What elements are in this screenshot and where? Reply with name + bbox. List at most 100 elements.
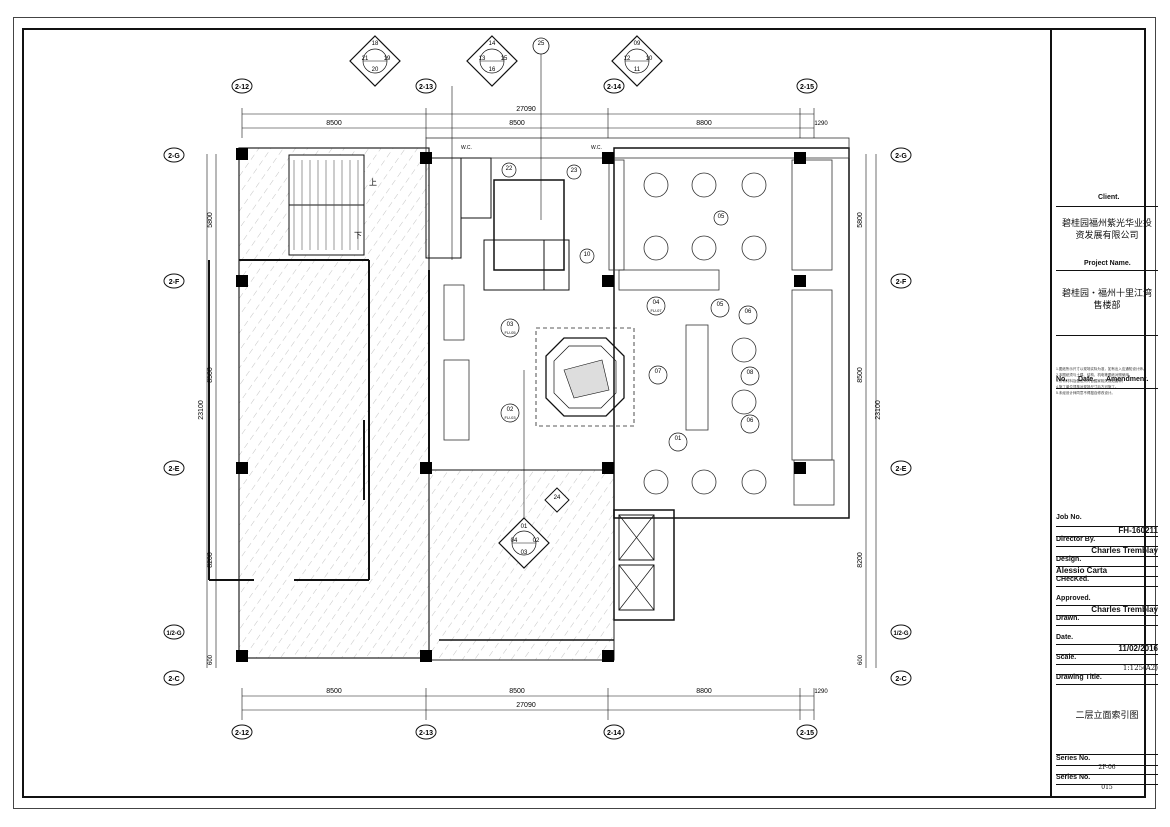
drawing-title-label: Drawing Title.: [1056, 674, 1102, 681]
note-5: 5.未经设计师同意不得擅自修改设计。: [1056, 391, 1115, 395]
approved-label: Approved.: [1056, 595, 1091, 602]
dim-total-bottom: 27090: [516, 702, 536, 709]
outer-wall: [425, 137, 850, 159]
project-name: 碧桂园・福州十里江湾售楼部: [1061, 289, 1152, 311]
general-notes: 1.图纸所示尺寸以现场实际为准，如有出入应通知设计师。 2.本图纸须与土建、结构…: [1056, 366, 1158, 396]
designer-name: Alessio Carta: [1056, 566, 1108, 575]
dim-right-4: 600: [858, 654, 864, 665]
callout-02: 02: [507, 407, 514, 413]
elevation-index-25: 25: [532, 37, 550, 220]
grid-row-2-G-left: 2-G: [168, 153, 180, 160]
index-c03: 03: [521, 550, 528, 556]
grid-bubbles: [163, 78, 912, 740]
grid-col-2-13-bottom: 2-13: [419, 730, 433, 737]
wc-label-2: W.C.: [591, 145, 602, 151]
checked-label: CHecKed.: [1056, 576, 1090, 583]
index-15: 15: [501, 56, 508, 62]
furniture-callouts: [500, 296, 760, 452]
grid-row-2-C-left: 2-C: [168, 676, 179, 683]
grid-row-half-G-left: 1/2-G: [166, 631, 181, 637]
amend-date-label: Date.: [1078, 376, 1096, 383]
index-tag-23: 23: [566, 164, 582, 180]
series-label: Series No.: [1056, 755, 1091, 762]
job-no: FH-160211: [1118, 526, 1158, 535]
dining-area-outline: [613, 147, 850, 519]
elevator-shafts: [613, 509, 675, 621]
stair-up-label: 上: [369, 178, 377, 187]
date-value: 11/02/2016: [1118, 644, 1158, 653]
scale-label: Scale.: [1056, 654, 1077, 661]
amend-no-label: No.: [1056, 376, 1068, 383]
index-c04: 04: [511, 538, 518, 544]
amend-label: Amendment.: [1106, 376, 1149, 383]
grid-row-half-G-right: 1/2-G: [893, 631, 908, 637]
index-23: 23: [571, 168, 578, 174]
index-12: 12: [624, 56, 631, 62]
callout-01: 01: [675, 436, 682, 442]
dim-top-4: 1290: [814, 121, 828, 127]
note-3: 3.所有材料及做法须符合国家相关规范要求。: [1056, 379, 1126, 383]
index-20: 20: [372, 67, 379, 73]
index-24: 24: [554, 495, 561, 501]
dimension-top: [241, 108, 815, 138]
index-05: 05: [718, 214, 725, 220]
wc-label-1: W.C.: [461, 145, 472, 151]
callout-03-ref: FU-05: [504, 330, 516, 335]
dim-left-2: 8500: [207, 367, 214, 383]
index-21: 21: [362, 56, 369, 62]
grid-row-2-F-right: 2-F: [896, 279, 907, 286]
scale-value: 1:125(A2): [1122, 664, 1158, 672]
date-label: Date.: [1056, 634, 1074, 641]
callout-08: 08: [747, 370, 754, 376]
note-4: 4.施工单位须核对现场尺寸后方可施工。: [1056, 385, 1119, 389]
director-label: Director By.: [1056, 536, 1096, 543]
index-18: 18: [372, 41, 379, 47]
job-no-label: Job No.: [1056, 514, 1082, 521]
drawing-frame: [22, 28, 1146, 798]
dim-top-3: 8800: [696, 120, 712, 127]
staircase: 上 下: [288, 154, 377, 256]
grid-col-2-15-bottom: 2-15: [800, 730, 814, 737]
dim-right-3: 8200: [857, 552, 864, 568]
elevation-index-top-left: 18 21 19 20: [349, 35, 401, 87]
index-tag-05: 05: [713, 210, 729, 226]
dim-right-2: 8500: [857, 367, 864, 383]
sand-table-display: [535, 327, 635, 427]
elevation-index-top-right: 09 12 10 11: [611, 35, 663, 87]
callout-02-ref: FU-03: [504, 415, 516, 420]
client-label: Client.: [1098, 194, 1120, 201]
series2-value: 015: [1101, 784, 1113, 791]
director-name: Charles Tremblay: [1091, 546, 1158, 555]
stair-down-label: 下: [354, 231, 362, 240]
index-c02: 02: [533, 538, 540, 544]
index-tag-22: 22: [501, 162, 517, 178]
grid-col-2-13-top: 2-13: [419, 84, 433, 91]
dim-right-total: 23100: [875, 400, 882, 420]
grid-col-2-15-top: 2-15: [800, 84, 814, 91]
design-label: Design.: [1056, 556, 1082, 563]
dim-total-top: 27090: [516, 106, 536, 113]
dim-left-1: 5800: [207, 212, 214, 228]
grid-col-2-12-top: 2-12: [235, 84, 249, 91]
elevation-index-top-mid: 14 13 15 16: [466, 35, 518, 87]
structural-columns: [236, 148, 806, 662]
drawing-title: 二层立面索引图: [1075, 711, 1139, 721]
callout-04: 04: [653, 300, 660, 306]
index-c01: 01: [521, 524, 528, 530]
index-16: 16: [489, 67, 496, 73]
restroom-core: W.C. W.C.: [425, 145, 602, 291]
dimension-bottom: [241, 688, 815, 720]
dim-right-1: 5800: [857, 212, 864, 228]
index-13: 13: [479, 56, 486, 62]
dim-left-3: 8200: [207, 552, 214, 568]
grid-row-2-C-right: 2-C: [895, 676, 906, 683]
elevation-index-center-bottom: 01 04 02 03: [498, 517, 550, 569]
index-tag-10: 10: [579, 248, 595, 264]
dim-bottom-1: 8500: [326, 688, 342, 695]
dim-top-2: 8500: [509, 120, 525, 127]
grid-col-2-12-bottom: 2-12: [235, 730, 249, 737]
grid-row-2-G-right: 2-G: [895, 153, 907, 160]
callout-03: 03: [507, 322, 514, 328]
callout-06a: 06: [745, 309, 752, 315]
callout-04-ref: FU-07: [650, 308, 662, 313]
